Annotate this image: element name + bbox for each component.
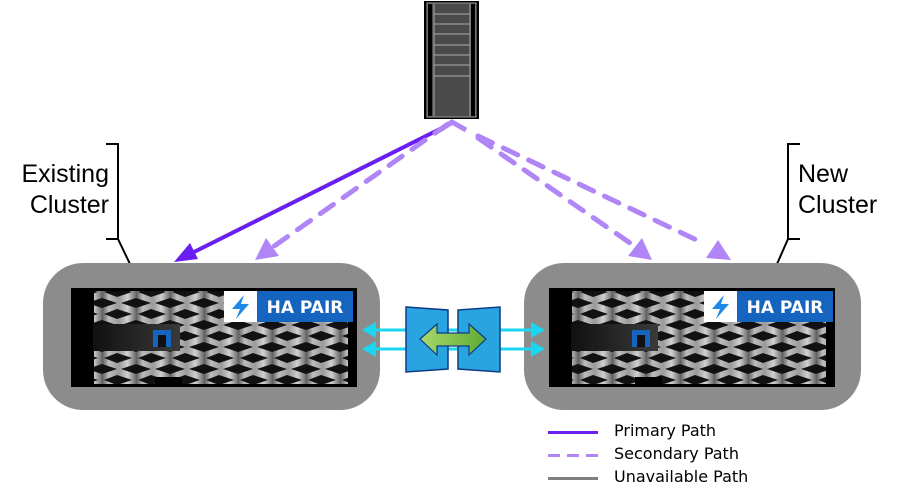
cluster-interconnect xyxy=(362,306,545,373)
primary-path-existing xyxy=(189,121,453,256)
legend-label: Unavailable Path xyxy=(614,467,749,486)
netapp-logo-icon xyxy=(153,330,171,347)
badge-text: HA PAIR xyxy=(747,298,824,318)
existing-cluster[interactable]: HA PAIR xyxy=(43,263,380,410)
ha-pair-badge: HA PAIR xyxy=(224,291,353,322)
arrowhead-left xyxy=(362,341,376,357)
legend-swatch-solid xyxy=(548,431,598,434)
host-server-icon xyxy=(424,1,479,119)
label-line: Existing xyxy=(21,160,109,188)
secondary-arrowhead xyxy=(628,238,652,260)
label-line: Cluster xyxy=(798,191,878,219)
arrowhead-left xyxy=(362,322,376,338)
secondary-arrowhead xyxy=(706,240,731,260)
existing-cluster-label: Existing Cluster xyxy=(14,159,109,221)
lightning-icon xyxy=(232,295,249,319)
primary-arrowhead xyxy=(174,243,198,262)
lightning-icon xyxy=(712,295,729,319)
arrowhead-right xyxy=(531,322,545,338)
legend-swatch-dashed xyxy=(548,454,598,457)
ha-pair-badge: HA PAIR xyxy=(704,291,833,322)
secondary-path-new-b xyxy=(475,133,708,247)
badge-text: HA PAIR xyxy=(267,298,344,318)
label-line: New xyxy=(798,160,849,188)
netapp-logo-icon xyxy=(632,330,650,347)
new-cluster-label: New Cluster xyxy=(798,159,893,221)
legend-label: Primary Path xyxy=(614,421,717,440)
existing-cluster-bracket xyxy=(106,143,131,265)
arrowhead-right xyxy=(531,341,545,357)
path-lines xyxy=(174,119,731,262)
legend-swatch-solid xyxy=(548,477,598,480)
legend-label: Secondary Path xyxy=(614,444,739,463)
new-cluster-bracket xyxy=(776,143,800,265)
new-cluster[interactable]: HA PAIR xyxy=(524,263,861,410)
bidirectional-sync-icon xyxy=(405,306,501,373)
secondary-path-new-a xyxy=(475,135,633,246)
label-line: Cluster xyxy=(29,191,109,219)
secondary-arrowhead xyxy=(255,238,279,260)
secondary-path-existing xyxy=(267,121,451,252)
